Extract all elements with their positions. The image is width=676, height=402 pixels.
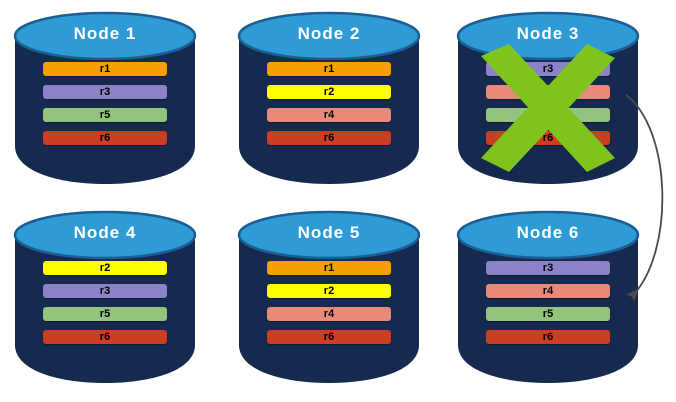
cylinder-top: [237, 11, 421, 61]
record-bar[interactable]: r5: [43, 307, 167, 321]
record-list: r3 r4 r5 r6: [486, 261, 610, 344]
record-bar[interactable]: r6: [267, 131, 391, 145]
record-bar[interactable]: r1: [43, 62, 167, 76]
record-list: r2 r3 r5 r6: [43, 261, 167, 344]
record-bar[interactable]: r5: [486, 108, 610, 122]
record-list: r1 r2 r4 r6: [267, 261, 391, 344]
cylinder-top: [237, 210, 421, 260]
record-bar[interactable]: r3: [486, 62, 610, 76]
record-bar[interactable]: r4: [267, 108, 391, 122]
record-bar[interactable]: r4: [267, 307, 391, 321]
record-bar[interactable]: r4: [486, 85, 610, 99]
record-list: r1 r2 r4 r6: [267, 62, 391, 145]
cylinder-top: [456, 210, 640, 260]
record-bar[interactable]: r4: [486, 284, 610, 298]
record-bar[interactable]: r2: [43, 261, 167, 275]
record-bar[interactable]: r2: [267, 85, 391, 99]
record-bar[interactable]: r6: [486, 330, 610, 344]
record-bar[interactable]: r3: [43, 85, 167, 99]
record-bar[interactable]: r2: [267, 284, 391, 298]
record-list: r1 r3 r5 r6: [43, 62, 167, 145]
cylinder-top: [13, 210, 197, 260]
cylinder-top: [456, 11, 640, 61]
record-bar[interactable]: r5: [43, 108, 167, 122]
record-bar[interactable]: r6: [43, 131, 167, 145]
record-bar[interactable]: r3: [486, 261, 610, 275]
cylinder-top: [13, 11, 197, 61]
record-bar[interactable]: r1: [267, 261, 391, 275]
record-bar[interactable]: r5: [486, 307, 610, 321]
record-bar[interactable]: r6: [486, 131, 610, 145]
record-bar[interactable]: r6: [43, 330, 167, 344]
record-bar[interactable]: r3: [43, 284, 167, 298]
record-bar[interactable]: r6: [267, 330, 391, 344]
record-list: r3 r4 r5 r6: [486, 62, 610, 145]
record-bar[interactable]: r1: [267, 62, 391, 76]
